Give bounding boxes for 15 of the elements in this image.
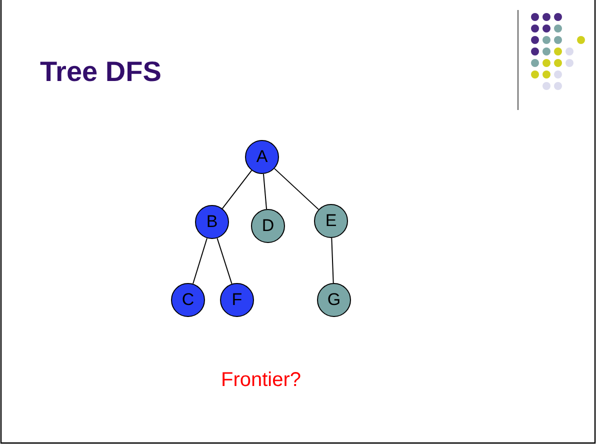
slide-title: Tree DFS xyxy=(40,56,162,88)
tree-node-circle: F xyxy=(220,283,254,317)
tree-node-circle: C xyxy=(171,283,205,317)
tree-edge xyxy=(262,173,268,210)
tree-node-circle: D xyxy=(251,209,285,243)
tree-edge xyxy=(222,170,252,210)
question-note: Frontier? xyxy=(220,369,302,392)
tree-edge xyxy=(192,238,208,284)
tree-node-circle: E xyxy=(314,204,348,238)
tree-node-circle: B xyxy=(195,205,229,239)
tree-edge xyxy=(331,238,334,284)
tree-node-circle: A xyxy=(245,140,279,174)
tree-edge xyxy=(216,238,232,284)
tree-edge xyxy=(274,168,320,210)
tree-node-circle: G xyxy=(317,283,351,317)
